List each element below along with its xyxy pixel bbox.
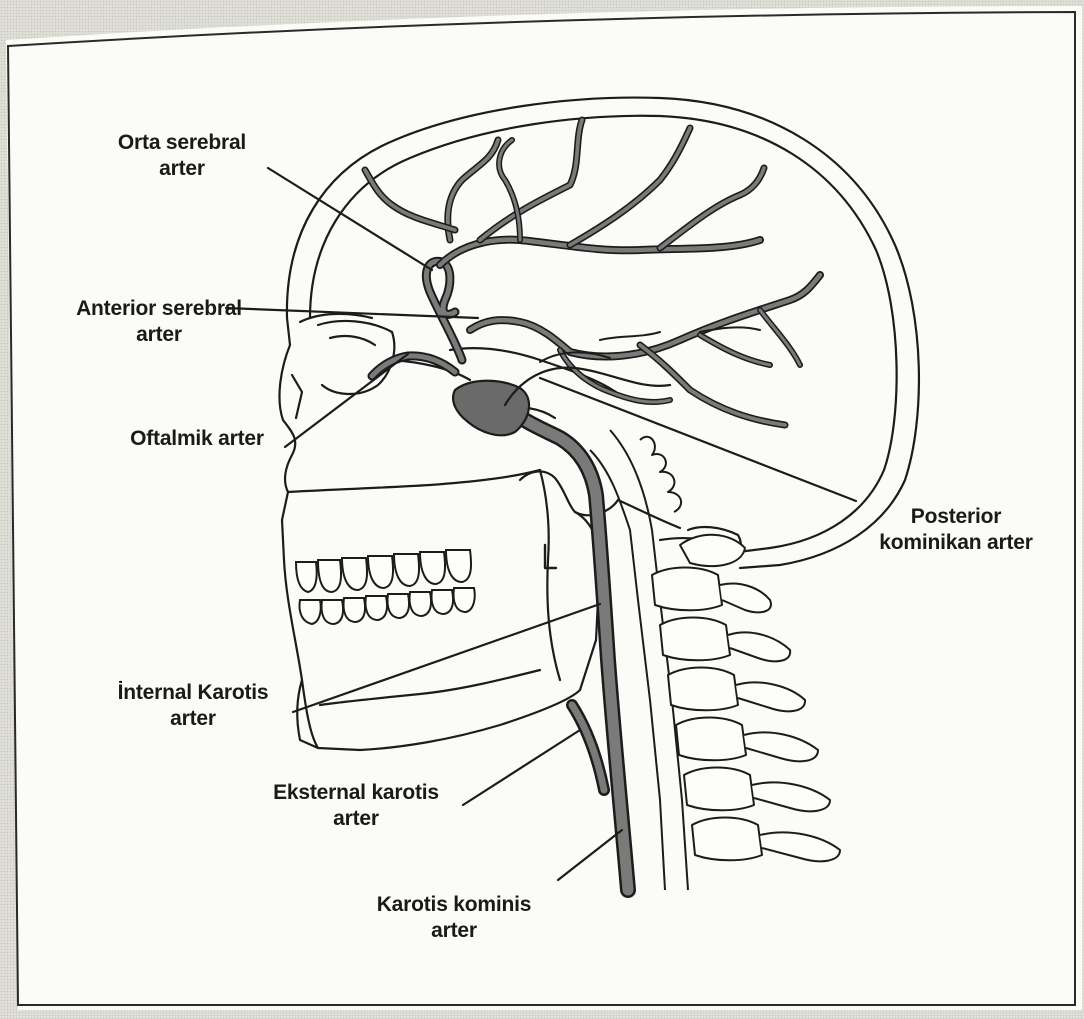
label-line: Oftalmik arter [114, 426, 280, 452]
label-line: arter [104, 706, 282, 732]
label-karotis-kominis-arter: Karotis kominis arter [366, 892, 542, 944]
label-internal-karotis-arter: İnternal Karotis arter [104, 680, 282, 732]
label-line: arter [62, 322, 256, 348]
label-line: Anterior serebral [62, 296, 256, 322]
label-orta-serebral-arter: Orta serebral arter [104, 130, 260, 182]
label-line: arter [366, 918, 542, 944]
label-eksternal-karotis-arter: Eksternal karotis arter [256, 780, 456, 832]
label-oftalmik-arter: Oftalmik arter [114, 426, 280, 452]
label-line: Orta serebral [104, 130, 260, 156]
label-line: İnternal Karotis [104, 680, 282, 706]
label-posterior-kominikan-arter: Posterior kominikan arter [856, 504, 1056, 556]
label-line: arter [256, 806, 456, 832]
label-anterior-serebral-arter: Anterior serebral arter [62, 296, 256, 348]
label-line: Karotis kominis [366, 892, 542, 918]
label-line: kominikan arter [856, 530, 1056, 556]
label-line: arter [104, 156, 260, 182]
label-line: Eksternal karotis [256, 780, 456, 806]
label-line: Posterior [856, 504, 1056, 530]
